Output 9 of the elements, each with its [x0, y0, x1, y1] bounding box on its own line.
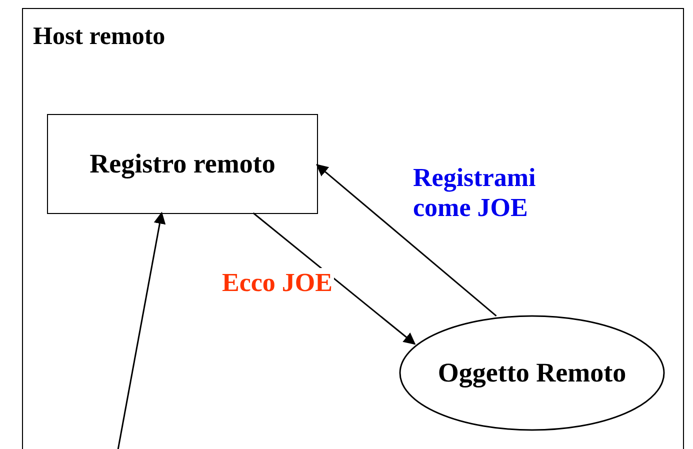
- arrow: [116, 212, 166, 449]
- container-frame: [22, 8, 684, 449]
- container-title: Host remoto: [33, 23, 166, 51]
- node-label: Oggetto Remoto: [438, 358, 626, 388]
- node-label: Registro remoto: [90, 148, 276, 180]
- arrow: [316, 164, 497, 316]
- process-box: [47, 114, 318, 214]
- arrow: [252, 212, 416, 345]
- ellipse-node: [399, 315, 665, 431]
